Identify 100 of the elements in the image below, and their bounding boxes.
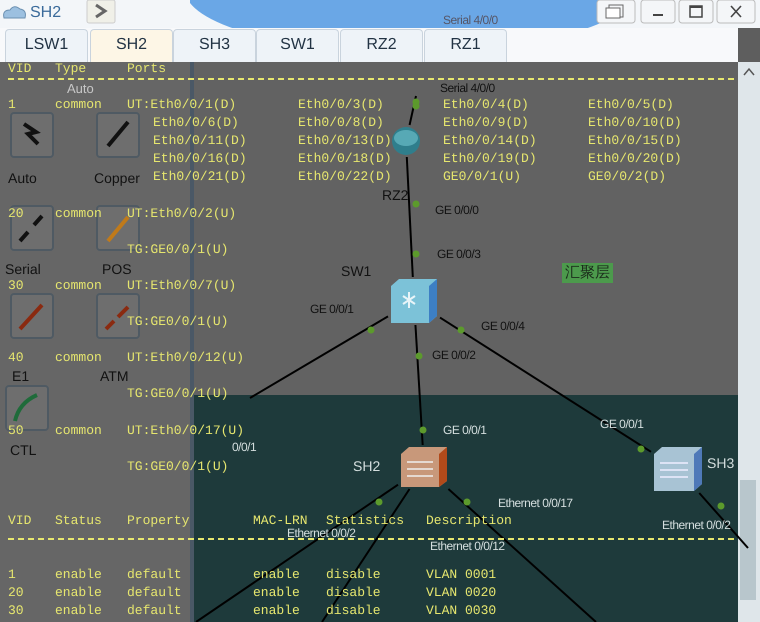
terminal-text: Statistics <box>326 513 404 528</box>
network-link <box>448 488 597 622</box>
terminal-text: 30 <box>8 603 24 619</box>
terminal-text: 40 <box>8 350 24 366</box>
terminal-text: GE0/0/2(D) <box>588 169 666 185</box>
terminal-text: enable <box>55 567 102 583</box>
terminal-text: Eth0/0/11(D) <box>153 133 247 149</box>
terminal-text: Eth0/0/8(D) <box>298 115 384 131</box>
port-label: Ethernet 0/0/2 <box>287 526 356 540</box>
tab: RZ2 <box>340 29 423 62</box>
network-link <box>414 324 424 446</box>
terminal-text: common <box>55 278 102 294</box>
terminal-text: VLAN 0030 <box>426 603 496 619</box>
palette-label: Serial <box>5 261 41 277</box>
tab: SH2 <box>90 29 173 62</box>
terminal-text: Eth0/0/10(D) <box>588 115 682 131</box>
terminal-text: disable <box>326 567 381 583</box>
terminal-text: 1 <box>8 567 16 583</box>
port-label: GE 0/0/1 <box>310 302 354 316</box>
terminal-text: 50 <box>8 423 24 439</box>
terminal-text: Eth0/0/4(D) <box>443 97 529 113</box>
layer-label: 汇聚层 <box>562 263 613 283</box>
network-link <box>321 488 410 622</box>
terminal-text: TG:GE0/0/1(U) <box>127 242 228 258</box>
network-link <box>408 96 417 126</box>
switch-picture <box>652 446 704 492</box>
palette-label: Auto <box>67 82 94 96</box>
port-label: GE 0/0/1 <box>600 417 644 431</box>
port-label: Ethernet 0/0/12 <box>430 539 505 553</box>
port-label: GE 0/0/1 <box>443 423 486 437</box>
terminal-text: Eth0/0/15(D) <box>588 133 682 149</box>
palette-label: CTL <box>10 442 36 458</box>
tab: LSW1 <box>5 29 88 62</box>
terminal-text: UT:Eth0/0/1(D) <box>127 97 236 113</box>
terminal-text: TG:GE0/0/1(U) <box>127 314 228 330</box>
terminal-text: Property <box>127 513 190 529</box>
terminal-text: enable <box>253 567 300 583</box>
port-label: GE 0/0/3 <box>437 247 480 261</box>
network-link <box>698 492 749 549</box>
palette-label: E1 <box>12 368 30 384</box>
terminal-text: Eth0/0/22(D) <box>298 169 392 185</box>
terminal-text: Description <box>426 513 512 529</box>
port-label: Serial 4/0/0 <box>443 13 498 27</box>
terminal-text: Eth0/0/14(D) <box>443 133 537 149</box>
terminal-text: Eth0/0/19(D) <box>443 151 537 167</box>
terminal-text: UT:Eth0/0/2(U) <box>127 206 236 222</box>
port-label: 0/0/1 <box>232 440 256 454</box>
network-link <box>439 316 652 453</box>
terminal-text: disable <box>326 585 381 601</box>
terminal-text: Eth0/0/21(D) <box>153 169 247 185</box>
terminal-text: 1 <box>8 97 16 113</box>
terminal-text: GE0/0/1(U) <box>443 169 522 185</box>
terminal-text: 20 <box>8 585 24 601</box>
terminal-text: default <box>127 603 182 619</box>
terminal-text: 30 <box>8 278 24 294</box>
terminal-text: Eth0/0/9(D) <box>443 115 529 131</box>
device-label: SH2 <box>353 458 380 474</box>
terminal-text: TG:GE0/0/1(U) <box>127 386 228 402</box>
terminal-text: Eth0/0/16(D) <box>153 151 247 167</box>
terminal-text: VLAN 0001 <box>426 567 496 583</box>
network-link <box>195 484 399 622</box>
switch-picture <box>389 278 439 324</box>
palette-label: Copper <box>94 170 140 186</box>
terminal-text: enable <box>55 585 102 601</box>
terminal-text: Status <box>55 513 102 529</box>
terminal-text: UT:Eth0/0/7(U) <box>127 278 236 294</box>
terminal-text: default <box>127 567 182 583</box>
port-label: GE 0/0/4 <box>481 319 524 333</box>
terminal-text: common <box>55 206 102 222</box>
network-link <box>406 156 414 278</box>
terminal-text: common <box>55 97 102 113</box>
terminal-text: enable <box>55 603 102 619</box>
router-picture <box>391 126 421 156</box>
device-label: RZ2 <box>382 187 408 203</box>
terminal-text: 20 <box>8 206 24 222</box>
tab: SW1 <box>256 29 339 62</box>
port-label: Serial 4/0/0 <box>440 81 495 95</box>
terminal-text: enable <box>253 603 300 619</box>
palette-label: Auto <box>8 170 37 186</box>
terminal-text: Eth0/0/13(D) <box>298 133 392 149</box>
tab: RZ1 <box>424 29 507 62</box>
terminal-text: enable <box>253 585 300 601</box>
terminal-text: Ports <box>127 61 166 77</box>
terminal-text: common <box>55 350 102 366</box>
terminal-text: common <box>55 423 102 439</box>
device-label: SW1 <box>341 263 372 279</box>
terminal-text: Eth0/0/18(D) <box>298 151 392 167</box>
device-label: SH3 <box>707 455 734 471</box>
terminal-text: Eth0/0/20(D) <box>588 151 682 167</box>
window-title: SH2 <box>30 3 62 23</box>
terminal-text: VID <box>8 61 32 77</box>
port-label: GE 0/0/0 <box>435 203 478 217</box>
terminal-text: Eth0/0/6(D) <box>153 115 239 131</box>
terminal-text: Eth0/0/5(D) <box>588 97 674 113</box>
terminal-text: VID <box>8 513 32 529</box>
network-link <box>250 316 388 399</box>
terminal-text: default <box>127 585 182 601</box>
port-label: Ethernet 0/0/2 <box>662 518 730 532</box>
port-label: Ethernet 0/0/17 <box>498 496 573 510</box>
terminal-text: MAC-LRN <box>253 513 308 528</box>
